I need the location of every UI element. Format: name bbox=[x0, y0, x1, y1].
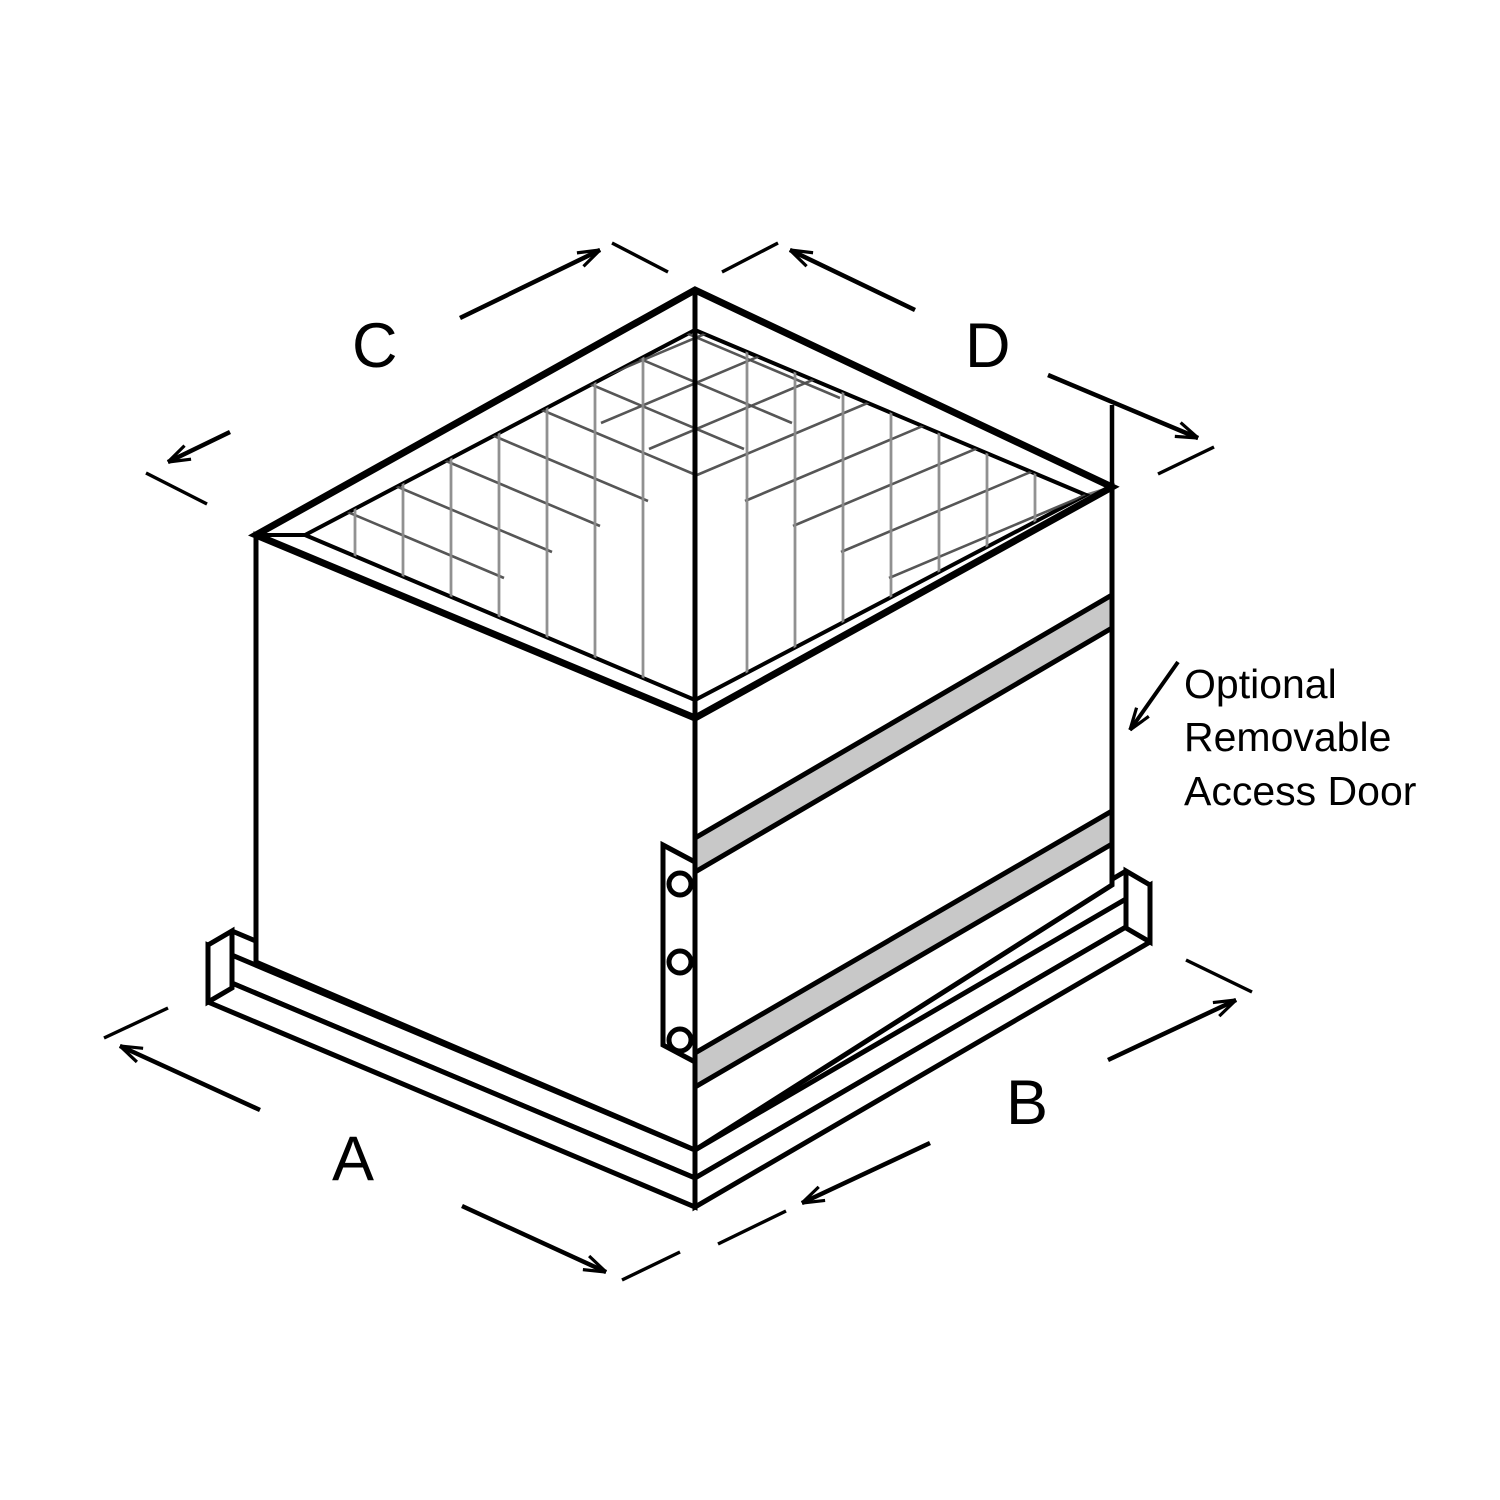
dimension-line-d bbox=[721, 241, 1215, 490]
hinge-hole bbox=[666, 1026, 694, 1054]
dimension-line-b bbox=[717, 958, 1253, 1246]
dimension-label-c: C bbox=[352, 311, 398, 381]
dimension-label-d: D bbox=[965, 311, 1011, 381]
access-door-annotation: Optional Removable Access Door bbox=[1184, 661, 1417, 814]
dimension-label-b: B bbox=[1006, 1068, 1049, 1138]
dimension-label-a: A bbox=[332, 1124, 375, 1194]
hinge-hole bbox=[666, 870, 694, 898]
hinge-hole bbox=[666, 948, 694, 976]
hinge-strip[interactable] bbox=[660, 840, 698, 1067]
access-door-leader-arrow bbox=[1128, 660, 1180, 732]
dimension-line-a bbox=[103, 1006, 681, 1282]
dimension-line-c bbox=[145, 241, 669, 506]
